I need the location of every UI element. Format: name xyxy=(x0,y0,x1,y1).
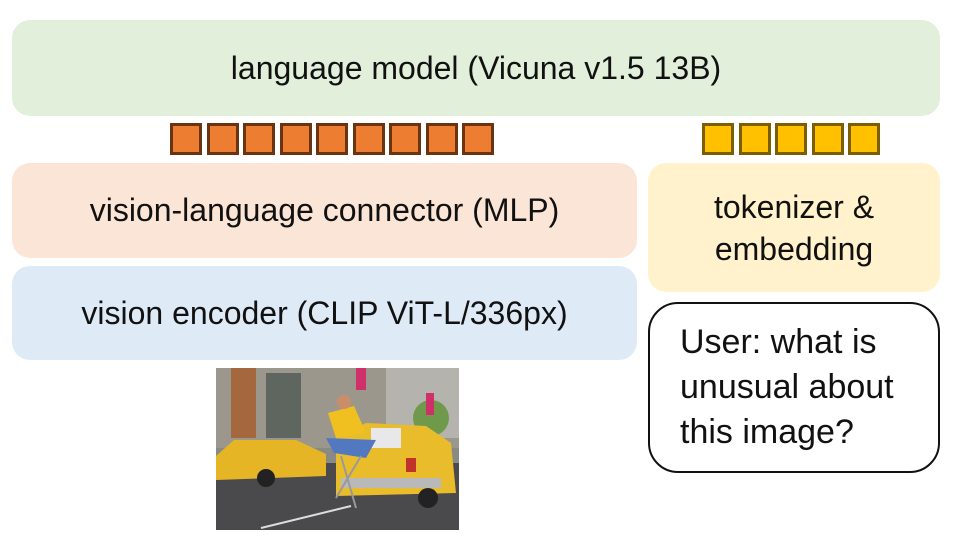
visual-token-square xyxy=(462,123,494,155)
visual-token-square xyxy=(425,123,458,155)
prompt-line2: unusual about xyxy=(680,368,894,406)
language-model-label: language model (Vicuna v1.5 13B) xyxy=(230,49,722,86)
text-token-square xyxy=(775,123,807,155)
text-token-square xyxy=(702,123,734,155)
visual-token-square xyxy=(243,123,275,155)
visual-token-square xyxy=(389,123,421,155)
vision-encoder-label: vision encoder (CLIP ViT-L/336px) xyxy=(81,294,568,331)
vision-encoder-block: vision encoder (CLIP ViT-L/336px) xyxy=(12,266,637,360)
connector-label: vision-language connector (MLP) xyxy=(89,192,560,228)
text-token-square xyxy=(738,123,771,155)
visual-token-square xyxy=(352,123,385,155)
text-token-square xyxy=(848,123,880,155)
visual-token-square xyxy=(170,123,202,155)
prompt-line3: this image? xyxy=(680,413,854,451)
tokenizer-label-line1: tokenizer & xyxy=(713,188,875,225)
visual-token-square xyxy=(279,123,312,155)
language-model-block: language model (Vicuna v1.5 13B) xyxy=(12,20,940,116)
tokenizer-block: tokenizer & embedding xyxy=(648,163,940,292)
connector-block: vision-language connector (MLP) xyxy=(12,163,637,258)
visual-token-square xyxy=(316,123,348,155)
prompt-line1: User: what is xyxy=(680,323,877,361)
visual-token-square xyxy=(206,123,239,155)
tokenizer-label-line2: embedding xyxy=(714,230,874,267)
text-token-square xyxy=(811,123,844,155)
user-prompt-bubble: User: what is unusual about this image? xyxy=(648,302,940,473)
input-image-taxi-ironing xyxy=(216,368,459,530)
